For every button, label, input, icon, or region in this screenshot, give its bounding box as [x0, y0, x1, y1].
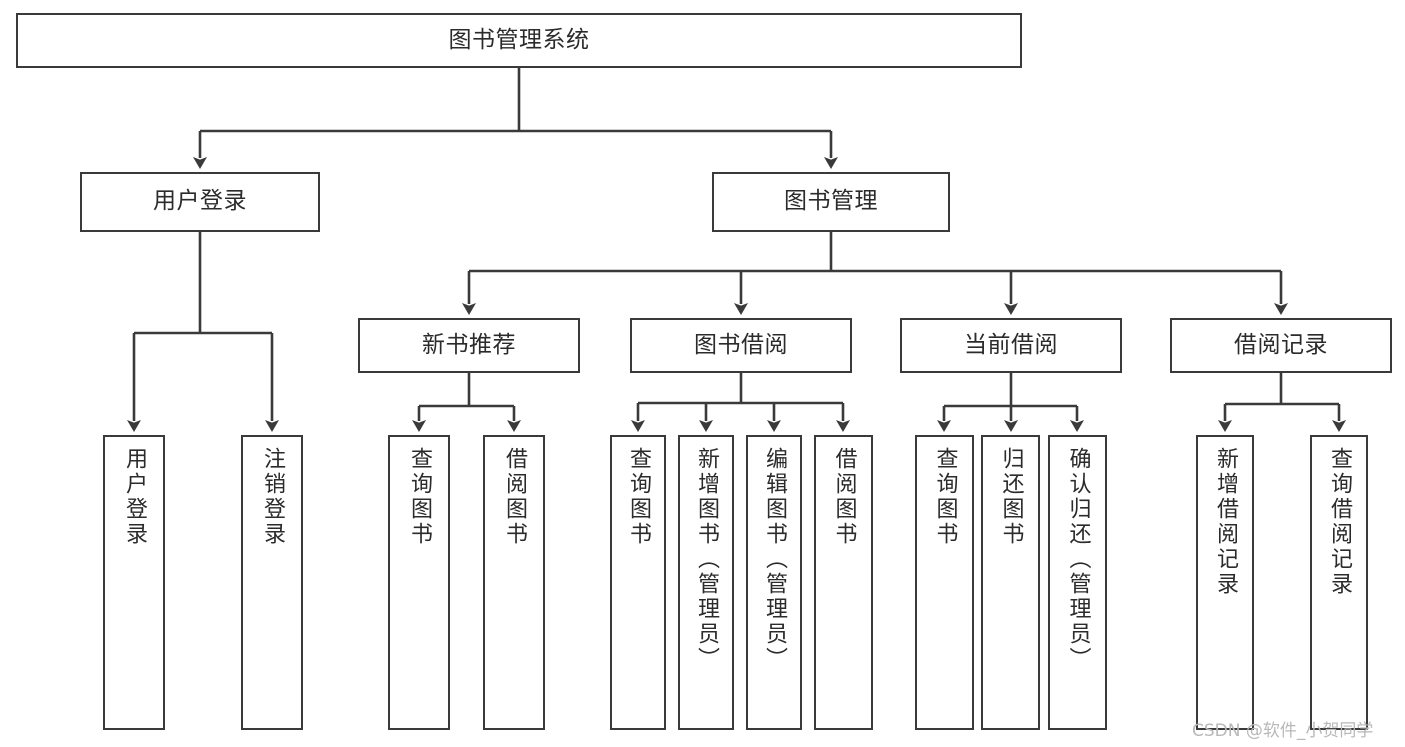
node-leaf-add-borrow-record[interactable]: 新增借阅记录	[1196, 435, 1254, 730]
node-label: 编辑图书（管理员）	[762, 447, 787, 672]
node-leaf-query-book-borrow[interactable]: 查询图书	[610, 435, 666, 730]
node-new-book-recommend[interactable]: 新书推荐	[358, 318, 580, 373]
node-label: 查询图书	[407, 447, 432, 547]
node-label: 新增图书（管理员）	[694, 447, 719, 672]
node-label: 图书管理系统	[448, 26, 590, 53]
node-book-borrow[interactable]: 图书借阅	[630, 318, 852, 373]
node-label: 确认归还（管理员）	[1065, 447, 1091, 672]
node-label: 新增借阅记录	[1213, 447, 1238, 597]
node-label: 用户登录	[122, 447, 147, 547]
node-label: 新书推荐	[422, 331, 516, 358]
node-label: 图书借阅	[694, 331, 788, 358]
node-borrow-record[interactable]: 借阅记录	[1170, 318, 1392, 373]
node-leaf-query-book-newbook[interactable]: 查询图书	[388, 435, 450, 730]
node-leaf-logout[interactable]: 注销登录	[241, 435, 303, 730]
node-leaf-add-book-admin[interactable]: 新增图书（管理员）	[678, 435, 734, 730]
node-label: 图书管理	[784, 188, 878, 215]
node-root-system[interactable]: 图书管理系统	[16, 13, 1022, 68]
node-leaf-edit-book-admin[interactable]: 编辑图书（管理员）	[746, 435, 802, 730]
node-label: 当前借阅	[964, 331, 1058, 358]
node-label: 归还图书	[998, 447, 1024, 547]
node-current-borrow[interactable]: 当前借阅	[900, 318, 1122, 373]
node-label: 借阅记录	[1234, 331, 1328, 358]
node-user-login[interactable]: 用户登录	[80, 172, 320, 232]
node-leaf-confirm-return-admin[interactable]: 确认归还（管理员）	[1048, 435, 1107, 730]
node-label: 查询图书	[626, 447, 651, 547]
node-label: 查询图书	[932, 447, 958, 547]
csdn-watermark: CSDN @软件_小贺同学	[1192, 721, 1374, 741]
node-leaf-query-borrow-record[interactable]: 查询借阅记录	[1310, 435, 1368, 730]
node-leaf-return-book[interactable]: 归还图书	[981, 435, 1040, 730]
node-label: 查询借阅记录	[1327, 447, 1352, 597]
node-leaf-query-book-current[interactable]: 查询图书	[915, 435, 974, 730]
node-leaf-borrow-book[interactable]: 借阅图书	[814, 435, 873, 730]
node-leaf-borrow-book-newbook[interactable]: 借阅图书	[483, 435, 545, 730]
node-label: 借阅图书	[502, 447, 527, 547]
node-book-management[interactable]: 图书管理	[712, 172, 950, 232]
node-leaf-user-login[interactable]: 用户登录	[103, 435, 165, 730]
node-label: 借阅图书	[831, 447, 857, 547]
node-label: 用户登录	[153, 188, 247, 215]
node-label: 注销登录	[260, 447, 285, 547]
